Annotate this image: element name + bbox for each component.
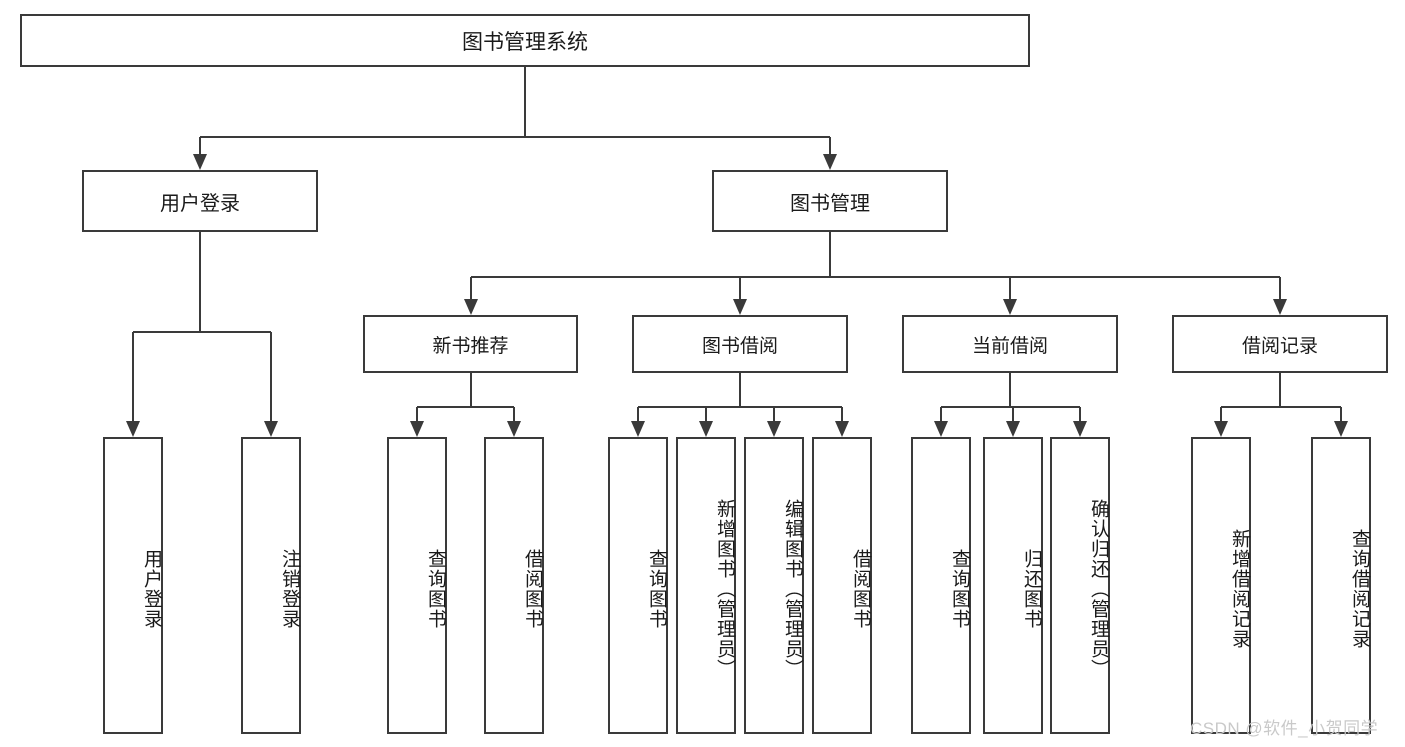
- leaf-node-label: 新增借阅记录: [1229, 528, 1250, 649]
- leaf-node-label: 借阅图书: [850, 548, 871, 629]
- connector-l3-bus-1: [638, 406, 842, 408]
- connector-root-stem: [524, 67, 526, 137]
- connector-l3-drop-1-3: [841, 407, 843, 423]
- connector-l3-drop-2-2: [1079, 407, 1081, 423]
- leaf-node-label: 新增图书（管理员）: [714, 498, 735, 679]
- arrowhead-l3-2-1: [1006, 421, 1020, 437]
- connector-l3-bus-2: [941, 406, 1080, 408]
- leaf-node[interactable]: 注销登录: [241, 437, 301, 734]
- connector-user-login-drop-2: [270, 332, 272, 423]
- arrowhead-user-login-2: [264, 421, 278, 437]
- connector-l3-drop-2-1: [1012, 407, 1014, 423]
- connector-book-manage-stem: [829, 232, 831, 277]
- connector-root-drop-left: [199, 137, 201, 156]
- arrowhead-l3-2-2: [1073, 421, 1087, 437]
- arrowhead-l3-2-0: [934, 421, 948, 437]
- leaf-node[interactable]: 归还图书: [983, 437, 1043, 734]
- arrowhead-to-book-manage: [823, 154, 837, 170]
- connector-l3-drop-1-1: [705, 407, 707, 423]
- connector-book-manage-drop-2: [739, 277, 741, 301]
- arrowhead-book-manage-1: [463, 299, 478, 315]
- connector-l3-drop-3-1: [1340, 407, 1342, 423]
- connector-user-login-drop-1: [132, 332, 134, 423]
- leaf-node[interactable]: 借阅图书: [812, 437, 872, 734]
- arrowhead-l3-1-1: [699, 421, 713, 437]
- arrowhead-book-manage-3: [1003, 299, 1017, 315]
- connector-l3-drop-2-0: [940, 407, 942, 423]
- leaf-node-label: 查询图书: [425, 548, 446, 629]
- connector-root-drop-right: [829, 137, 831, 156]
- leaf-node-label: 归还图书: [1021, 548, 1042, 629]
- connector-book-manage-drop-1: [469, 277, 472, 301]
- connector-l3-stem-1: [739, 373, 741, 407]
- leaf-node[interactable]: 查询图书: [608, 437, 668, 734]
- leaf-node[interactable]: 编辑图书（管理员）: [744, 437, 804, 734]
- arrowhead-l3-1-3: [835, 421, 849, 437]
- leaf-node[interactable]: 新增借阅记录: [1191, 437, 1251, 734]
- leaf-node[interactable]: 新增图书（管理员）: [676, 437, 736, 734]
- node-user-login[interactable]: 用户登录: [82, 170, 318, 232]
- arrowhead-l3-1-0: [631, 421, 645, 437]
- connector-book-manage-drop-4: [1279, 277, 1281, 301]
- arrowhead-l3-3-1: [1334, 421, 1348, 437]
- arrowhead-to-user-login: [193, 154, 207, 170]
- node-book-borrow[interactable]: 图书借阅: [632, 315, 848, 373]
- arrowhead-l3-3-0: [1214, 421, 1228, 437]
- arrowhead-l3-1-2: [767, 421, 781, 437]
- arrowhead-user-login-1: [126, 421, 140, 437]
- leaf-node[interactable]: 确认归还（管理员）: [1050, 437, 1110, 734]
- leaf-node-label: 注销登录: [279, 548, 300, 629]
- leaf-node-label: 查询借阅记录: [1349, 528, 1370, 649]
- connector-l3-drop-1-2: [773, 407, 775, 423]
- connector-l3-bus-0: [417, 406, 514, 408]
- connector-book-manage-bus: [470, 276, 1280, 278]
- leaf-node-label: 借阅图书: [522, 548, 543, 629]
- arrowhead-l3-0-1: [507, 421, 521, 437]
- connector-l3-stem-3: [1279, 373, 1281, 407]
- leaf-node-label: 查询图书: [646, 548, 667, 629]
- node-root-system[interactable]: 图书管理系统: [20, 14, 1030, 67]
- connector-l3-drop-3-0: [1220, 407, 1222, 423]
- leaf-node[interactable]: 查询图书: [387, 437, 447, 734]
- leaf-node-label: 用户登录: [141, 548, 162, 629]
- leaf-node[interactable]: 用户登录: [103, 437, 163, 734]
- arrowhead-book-manage-4: [1273, 299, 1287, 315]
- connector-l3-drop-0-1: [513, 407, 515, 423]
- leaf-node-label: 编辑图书（管理员）: [782, 498, 803, 679]
- node-borrow-record[interactable]: 借阅记录: [1172, 315, 1388, 373]
- leaf-node-label: 查询图书: [949, 548, 970, 629]
- leaf-node[interactable]: 借阅图书: [484, 437, 544, 734]
- arrowhead-l3-0-0: [410, 421, 424, 437]
- connector-l3-stem-2: [1009, 373, 1011, 407]
- connector-book-manage-drop-3: [1009, 277, 1011, 301]
- csdn-watermark: CSDN @软件_小贺同学: [1190, 719, 1379, 738]
- connector-user-login-stem: [199, 232, 201, 332]
- leaf-node[interactable]: 查询图书: [911, 437, 971, 734]
- connector-l3-drop-1-0: [637, 407, 639, 423]
- connector-root-bus: [200, 136, 830, 138]
- connector-l3-drop-0-0: [416, 407, 418, 423]
- node-current-borrow[interactable]: 当前借阅: [902, 315, 1118, 373]
- leaf-node[interactable]: 查询借阅记录: [1311, 437, 1371, 734]
- leaf-node-label: 确认归还（管理员）: [1088, 498, 1109, 679]
- connector-l3-stem-0: [469, 373, 472, 407]
- arrowhead-book-manage-2: [733, 299, 747, 315]
- node-book-management[interactable]: 图书管理: [712, 170, 948, 232]
- connector-user-login-bus: [133, 331, 271, 333]
- connector-l3-bus-3: [1221, 406, 1341, 408]
- node-new-book-recommend[interactable]: 新书推荐: [363, 315, 578, 373]
